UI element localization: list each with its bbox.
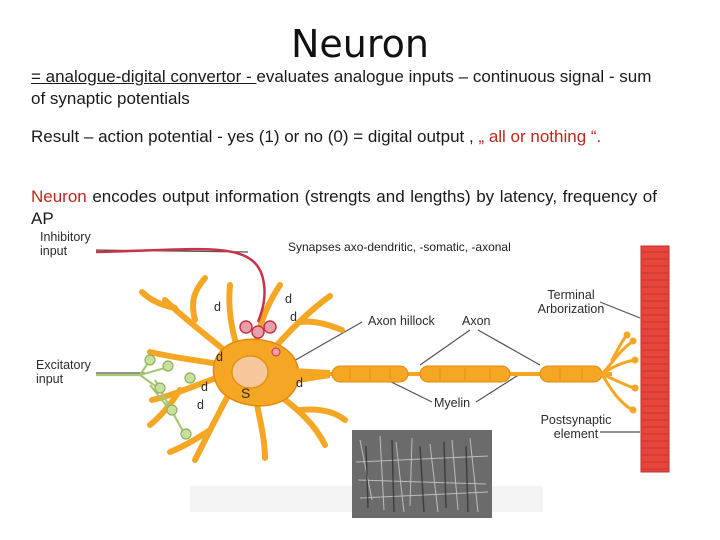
postsynaptic-stripes — [641, 251, 669, 470]
dendrite-marker: d — [216, 350, 223, 364]
micrograph-texture — [355, 435, 489, 513]
slide-title: Neuron — [290, 22, 429, 66]
myelin-segments — [331, 365, 603, 383]
paragraph-encoding: Neuron encodes output information (stren… — [31, 186, 657, 230]
dendrite-marker: d — [296, 376, 303, 390]
myelin-pointer-right — [475, 373, 521, 403]
dendrites — [139, 275, 348, 463]
paragraph-result: Result – action potential - yes (1) or n… — [31, 126, 657, 148]
axon-pointer-right — [477, 329, 541, 366]
inhibitory-terminals — [239, 320, 277, 339]
dendrite-marker: d — [285, 292, 292, 306]
inhibitory-axon — [95, 247, 266, 323]
myelin-label: Myelin — [434, 396, 471, 410]
synapses-caption: Synapses axo-dendritic, -somatic, -axona… — [288, 240, 511, 254]
nucleus — [231, 355, 269, 389]
dendrite-marker: d — [197, 398, 204, 412]
axon-hillock-pointer — [291, 321, 363, 363]
dendrite-marker: d — [214, 300, 221, 314]
all-or-nothing-text: „ all or nothing “. — [478, 127, 602, 146]
dendrite-marker: d — [290, 310, 297, 324]
encoding-text: encodes output information (strengts and… — [31, 187, 657, 228]
inhibitory-input-label: Inhibitory input — [40, 230, 91, 258]
axon-label: Axon — [462, 314, 491, 328]
micrograph-dark-lines — [365, 439, 469, 513]
soma-marker: S — [241, 385, 251, 401]
paragraph-convertor: = analogue-digital convertor - evaluates… — [31, 66, 657, 110]
convertor-description: evaluates analogue inputs – continuous s… — [31, 67, 652, 108]
axon-hillock-label: Axon hillock — [368, 314, 435, 328]
excitatory-input-label: Excitatory input — [36, 358, 91, 386]
myelin-stripes — [349, 368, 583, 380]
axon-hillock — [292, 368, 330, 384]
neuron-keyword: Neuron — [31, 187, 87, 206]
postsynaptic-element-label: Postsynaptic element — [540, 413, 612, 441]
convertor-definition: = analogue-digital convertor - — [31, 67, 257, 86]
terminal-boutons — [623, 331, 639, 414]
dendrite-marker: d — [201, 380, 208, 394]
terminal-arborization-label: Terminal Arborization — [537, 288, 605, 316]
terminal-pointer — [599, 301, 641, 319]
axon-pointer-left — [419, 329, 471, 366]
somatic-synapse — [271, 347, 281, 357]
result-text: Result – action potential - yes (1) or n… — [31, 127, 479, 146]
excitatory-terminals — [144, 354, 196, 440]
